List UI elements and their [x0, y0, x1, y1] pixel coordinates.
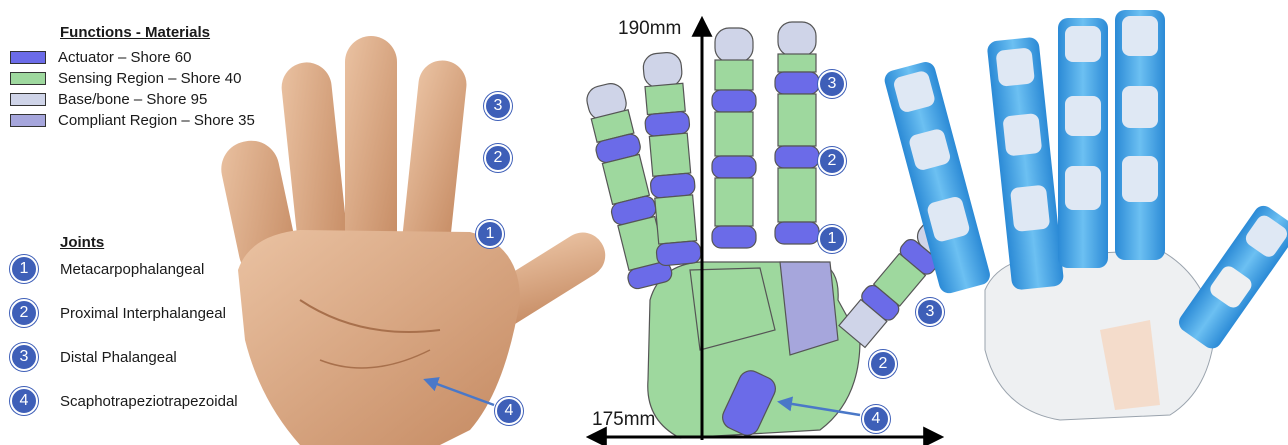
width-dimension-label: 175mm — [592, 409, 655, 431]
cad-thumb-badge-2: 2 — [869, 350, 897, 378]
cad-badge-2: 2 — [818, 147, 846, 175]
joint-item-4: 4 Scaphotrapeziotrapezoidal — [10, 379, 238, 423]
joint-item-1: 1 Metacarpophalangeal — [10, 247, 238, 291]
left-hand-badge-3: 3 — [484, 92, 512, 120]
cad-little-finger — [775, 22, 819, 244]
joint-badge-3: 3 — [10, 343, 38, 371]
joint-badge-1: 1 — [10, 255, 38, 283]
joint-label-1: Metacarpophalangeal — [60, 261, 204, 278]
joint-label-4: Scaphotrapeziotrapezoidal — [60, 393, 238, 410]
cad-badge-3: 3 — [818, 70, 846, 98]
legend-item-compliant: Compliant Region – Shore 35 — [10, 110, 255, 131]
legend-item-actuator: Actuator – Shore 60 — [10, 47, 255, 68]
height-dimension-label: 190mm — [618, 18, 681, 40]
cad-ring-finger — [712, 28, 756, 248]
joint-item-2: 2 Proximal Interphalangeal — [10, 291, 238, 335]
legend-label-sensing: Sensing Region – Shore 40 — [58, 70, 241, 87]
joint-label-3: Distal Phalangeal — [60, 349, 177, 366]
legend-label-actuator: Actuator – Shore 60 — [58, 49, 191, 66]
cad-thumb-badge-3: 3 — [916, 298, 944, 326]
legend-label-bone: Base/bone – Shore 95 — [58, 91, 207, 108]
cad-badge-4: 4 — [862, 405, 890, 433]
legend-item-sensing: Sensing Region – Shore 40 — [10, 68, 255, 89]
left-hand-badge-1: 1 — [476, 220, 504, 248]
legend-label-compliant: Compliant Region – Shore 35 — [58, 112, 255, 129]
cad-badge-1: 1 — [818, 225, 846, 253]
materials-legend-items: Actuator – Shore 60 Sensing Region – Sho… — [10, 47, 255, 131]
materials-legend: Functions - Materials — [60, 24, 210, 41]
joint-label-2: Proximal Interphalangeal — [60, 305, 226, 322]
printed-hand-photo — [882, 10, 1288, 420]
actuator-swatch — [10, 51, 46, 64]
legend-item-bone: Base/bone – Shore 95 — [10, 89, 255, 110]
joints-legend-items: 1 Metacarpophalangeal 2 Proximal Interph… — [10, 247, 238, 423]
left-hand-badge-2: 2 — [484, 144, 512, 172]
human-hand-photo — [216, 36, 613, 445]
joint-item-3: 3 Distal Phalangeal — [10, 335, 238, 379]
compliant-swatch — [10, 114, 46, 127]
joint-badge-4: 4 — [10, 387, 38, 415]
bone-swatch — [10, 93, 46, 106]
left-hand-badge-4: 4 — [495, 397, 523, 425]
sensing-swatch — [10, 72, 46, 85]
materials-legend-title: Functions - Materials — [60, 24, 210, 41]
joint-badge-2: 2 — [10, 299, 38, 327]
